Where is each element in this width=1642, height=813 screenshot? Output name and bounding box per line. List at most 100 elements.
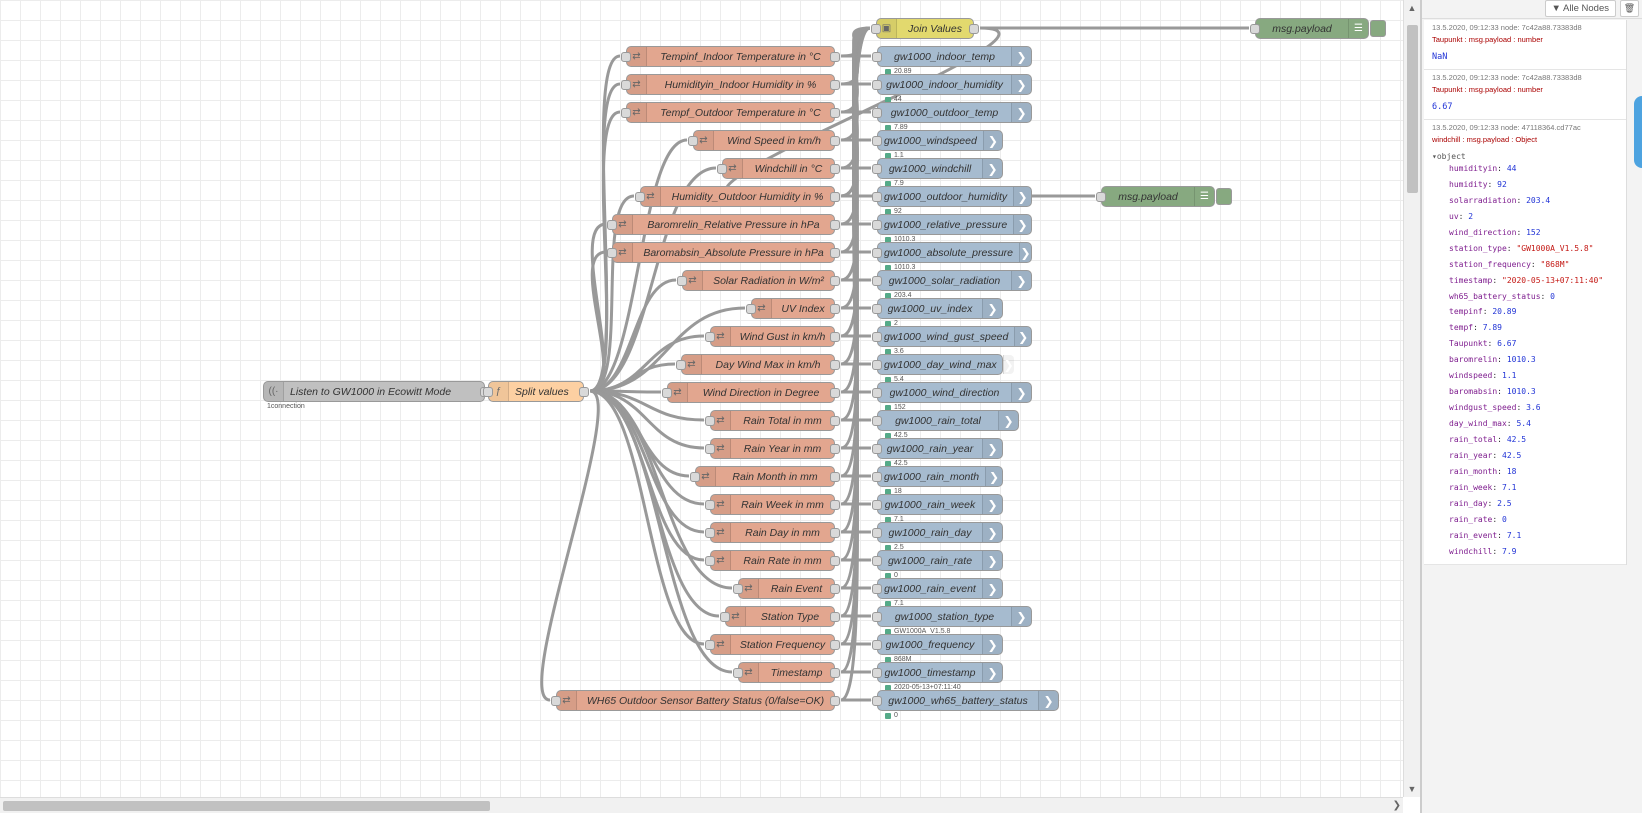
output-port[interactable] — [830, 108, 840, 118]
output-port[interactable] — [830, 332, 840, 342]
udp-in-node[interactable]: ((·Listen to GW1000 in Ecowitt Mode — [263, 381, 490, 402]
mqtt-out-node-4[interactable]: gw1000_windchill❯ — [872, 158, 1003, 179]
input-port[interactable] — [872, 668, 882, 678]
debug-message[interactable]: 13.5.2020, 09:12:33 node: 7c42a88.73383d… — [1424, 70, 1626, 120]
input-port[interactable] — [690, 472, 700, 482]
input-port[interactable] — [872, 388, 882, 398]
mqtt-out-node-0[interactable]: gw1000_indoor_temp❯ — [872, 46, 1032, 67]
clear-messages-button[interactable]: 🗑 — [1620, 0, 1639, 17]
change-node-10[interactable]: ⇄Wind Gust in km/h — [705, 326, 840, 347]
input-port[interactable] — [607, 248, 617, 258]
input-port[interactable] — [872, 276, 882, 286]
input-port[interactable] — [872, 444, 882, 454]
input-port[interactable] — [720, 612, 730, 622]
input-port[interactable] — [705, 416, 715, 426]
change-node-19[interactable]: ⇄Rain Event — [733, 578, 840, 599]
input-port[interactable] — [635, 192, 645, 202]
mqtt-out-node-21[interactable]: gw1000_frequency❯ — [872, 634, 1003, 655]
output-port[interactable] — [830, 556, 840, 566]
output-port[interactable] — [830, 192, 840, 202]
debug-message[interactable]: 13.5.2020, 09:12:33 node: 7c42a88.73383d… — [1424, 20, 1626, 70]
input-port[interactable] — [483, 387, 493, 397]
input-port[interactable] — [872, 612, 882, 622]
input-port[interactable] — [872, 108, 882, 118]
vertical-scroll-thumb[interactable] — [1407, 25, 1418, 193]
output-port[interactable] — [969, 24, 979, 34]
mqtt-out-node-2[interactable]: gw1000_outdoor_temp❯ — [872, 102, 1032, 123]
input-port[interactable] — [872, 528, 882, 538]
mqtt-out-node-23[interactable]: gw1000_wh65_battery_status❯ — [872, 690, 1059, 711]
change-node-1[interactable]: ⇄Humidityin_Indoor Humidity in % — [621, 74, 840, 95]
input-port[interactable] — [871, 24, 881, 34]
change-node-21[interactable]: ⇄Station Frequency — [705, 634, 840, 655]
output-port[interactable] — [830, 416, 840, 426]
mqtt-out-node-7[interactable]: gw1000_absolute_pressure❯ — [872, 242, 1032, 263]
input-port[interactable] — [677, 276, 687, 286]
workspace-horizontal-scrollbar[interactable]: ❯ — [0, 797, 1403, 813]
input-port[interactable] — [872, 248, 882, 258]
scroll-up-icon[interactable]: ▲ — [1407, 3, 1417, 13]
mqtt-out-node-13[interactable]: gw1000_rain_total❯ — [872, 410, 1019, 431]
debug-message-object[interactable]: 13.5.2020, 09:12:33 node: 47118364.cd77a… — [1424, 120, 1626, 566]
input-port[interactable] — [872, 332, 882, 342]
input-port[interactable] — [872, 472, 882, 482]
input-port[interactable] — [705, 528, 715, 538]
mqtt-out-node-12[interactable]: gw1000_wind_direction❯ — [872, 382, 1032, 403]
mqtt-out-node-15[interactable]: gw1000_rain_month❯ — [872, 466, 1003, 487]
input-port[interactable] — [872, 136, 882, 146]
input-port[interactable] — [872, 52, 882, 62]
output-port[interactable] — [830, 304, 840, 314]
output-port[interactable] — [830, 528, 840, 538]
output-port[interactable] — [830, 276, 840, 286]
change-node-4[interactable]: ⇄Windchill in °C — [717, 158, 840, 179]
output-port[interactable] — [830, 80, 840, 90]
change-node-13[interactable]: ⇄Rain Total in mm — [705, 410, 840, 431]
input-port[interactable] — [621, 108, 631, 118]
output-port[interactable] — [830, 584, 840, 594]
change-node-8[interactable]: ⇄Solar Radiation in W/m² — [677, 270, 840, 291]
input-port[interactable] — [733, 668, 743, 678]
input-port[interactable] — [705, 640, 715, 650]
change-node-23[interactable]: ⇄WH65 Outdoor Sensor Battery Status (0/f… — [551, 690, 840, 711]
mqtt-out-node-8[interactable]: gw1000_solar_radiation❯ — [872, 270, 1032, 291]
sidebar-handle[interactable] — [1634, 96, 1642, 168]
mqtt-out-node-11[interactable]: gw1000_day_wind_max❯ — [872, 354, 1014, 375]
input-port[interactable] — [872, 360, 882, 370]
output-port[interactable] — [830, 360, 840, 370]
input-port[interactable] — [872, 220, 882, 230]
change-node-17[interactable]: ⇄Rain Day in mm — [705, 522, 840, 543]
change-node-2[interactable]: ⇄Tempf_Outdoor Temperature in °C — [621, 102, 840, 123]
change-node-14[interactable]: ⇄Rain Year in mm — [705, 438, 840, 459]
input-port[interactable] — [717, 164, 727, 174]
input-port[interactable] — [688, 136, 698, 146]
output-port[interactable] — [830, 668, 840, 678]
mqtt-out-node-14[interactable]: gw1000_rain_year❯ — [872, 438, 1003, 459]
workspace-vertical-scrollbar[interactable]: ▲ ▼ — [1403, 0, 1420, 797]
input-port[interactable] — [746, 304, 756, 314]
input-port[interactable] — [872, 696, 882, 706]
input-port[interactable] — [872, 500, 882, 510]
mqtt-out-node-18[interactable]: gw1000_rain_rate❯ — [872, 550, 1003, 571]
change-node-0[interactable]: ⇄Tempinf_Indoor Temperature in °C — [621, 46, 840, 67]
mqtt-out-node-17[interactable]: gw1000_rain_day❯ — [872, 522, 1003, 543]
output-port[interactable] — [830, 248, 840, 258]
input-port[interactable] — [705, 500, 715, 510]
input-port[interactable] — [872, 640, 882, 650]
input-port[interactable] — [733, 584, 743, 594]
output-port[interactable] — [830, 500, 840, 510]
input-port[interactable] — [705, 332, 715, 342]
input-port[interactable] — [872, 80, 882, 90]
input-port[interactable] — [1096, 192, 1106, 202]
mqtt-out-node-22[interactable]: gw1000_timestamp❯ — [872, 662, 1003, 683]
output-port[interactable] — [830, 388, 840, 398]
scroll-right-icon[interactable]: ❯ — [1392, 800, 1401, 811]
debug-node-top[interactable]: msg.payload☰ — [1250, 18, 1386, 39]
input-port[interactable] — [1250, 24, 1260, 34]
input-port[interactable] — [872, 416, 882, 426]
mqtt-out-node-6[interactable]: gw1000_relative_pressure❯ — [872, 214, 1032, 235]
output-port[interactable] — [830, 696, 840, 706]
debug-toggle-button[interactable] — [1216, 188, 1232, 205]
join-values-node[interactable]: ▣Join Values — [871, 18, 979, 39]
